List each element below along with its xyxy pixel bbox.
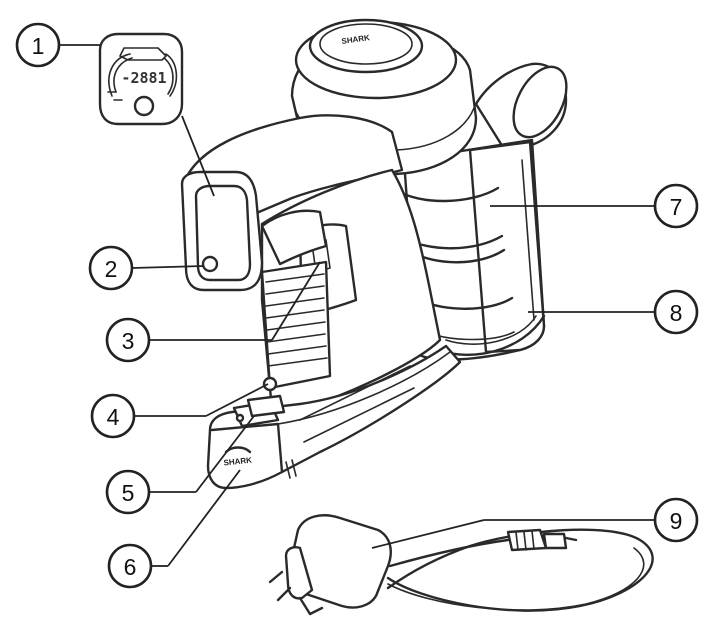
callout-5-label: 5	[122, 480, 135, 506]
callout-3: 3	[105, 317, 151, 363]
display-head	[180, 170, 264, 292]
callout-2: 2	[88, 245, 134, 291]
callout-5: 5	[105, 469, 151, 515]
charger	[268, 514, 654, 616]
callout-8-label: 8	[670, 300, 683, 326]
callout-9: 9	[653, 497, 699, 543]
callout-1: 1	[15, 22, 61, 68]
callout-9-label: 9	[670, 508, 683, 534]
svg-text:SHARK: SHARK	[341, 33, 371, 46]
callout-6-label: 6	[124, 554, 137, 580]
callout-4: 4	[90, 393, 136, 439]
callout-7-label: 7	[670, 194, 683, 220]
callout-4-label: 4	[107, 404, 120, 430]
vent-grip	[260, 260, 332, 392]
dust-cup	[394, 62, 568, 361]
callout-3-label: 3	[122, 328, 135, 354]
leader-lines	[60, 44, 654, 567]
callout-1-label: 1	[32, 33, 45, 59]
svg-text:SHARK: SHARK	[223, 456, 252, 468]
display-readout: -2881	[121, 69, 166, 87]
display-inset: -2881	[98, 32, 184, 126]
callout-7: 7	[653, 183, 699, 229]
callout-6: 6	[107, 543, 153, 589]
callout-8: 8	[653, 289, 699, 335]
callout-2-label: 2	[105, 256, 118, 282]
